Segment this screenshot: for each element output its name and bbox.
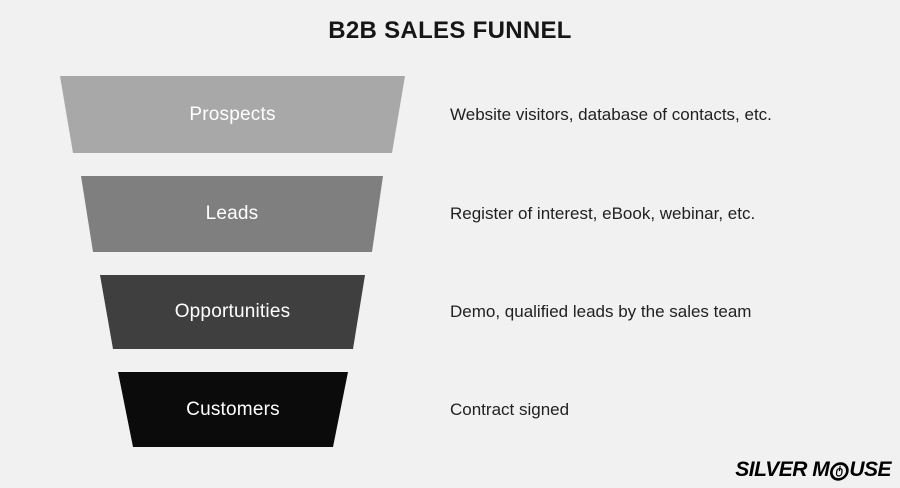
funnel-level-customers: Customers [118, 372, 348, 447]
computer-mouse-icon [828, 461, 850, 481]
funnel-description-customers: Contract signed [450, 399, 570, 419]
funnel-description-prospects: Website visitors, database of contacts, … [450, 104, 772, 124]
page-title: B2B SALES FUNNEL [328, 17, 572, 44]
funnel-description-opportunities: Demo, qualified leads by the sales team [450, 302, 752, 321]
logo-text-left: SILVER M [735, 458, 830, 481]
logo-text-right: USE [849, 458, 891, 481]
funnel-level-opportunities: Opportunities [100, 275, 365, 349]
funnel-level-label: Opportunities [174, 301, 291, 322]
funnel-level-label: Customers [186, 398, 280, 420]
funnel-level-leads: Leads [81, 176, 383, 252]
silver-mouse-logo: SILVER M USE [735, 458, 891, 482]
funnel-description-leads: Register of interest, eBook, webinar, et… [450, 204, 756, 223]
funnel-level-prospects: Prospects [60, 76, 405, 153]
funnel-level-label: Leads [205, 203, 259, 224]
funnel-level-label: Prospects [189, 103, 276, 125]
